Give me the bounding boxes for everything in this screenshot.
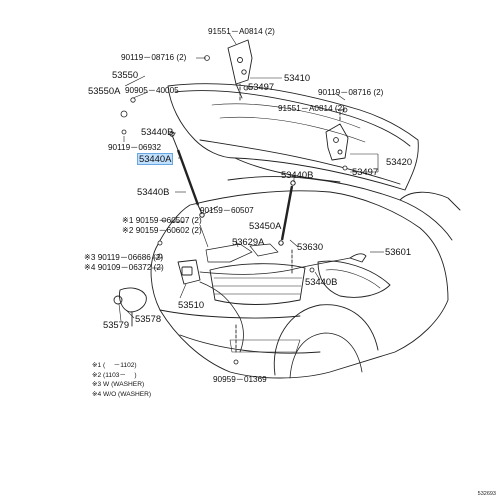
part-label-90109-06372: ※4 90109－06372 (2): [84, 263, 164, 272]
part-label-53440b-bottom: 53440B: [305, 276, 338, 287]
part-label-53578: 53578: [135, 313, 162, 324]
part-label-53410: 53410: [284, 72, 311, 83]
part-label-53450a: 53450A: [249, 220, 282, 231]
legend-item: ※1 ( －1102): [92, 362, 137, 369]
part-label-91551-right: 91551－A0814 (2): [278, 104, 345, 113]
part-label-53440b-mid: 53440B: [281, 169, 314, 180]
part-label-90119-06686: ※3 90119－06686 (2): [84, 253, 164, 262]
part-label-53550a: 53550A: [88, 85, 121, 96]
legend-item: ※2 (1103－ ): [92, 371, 137, 379]
part-label-90905: 90905－40005: [125, 86, 179, 95]
part-label-53440b-top: 53440B: [141, 126, 174, 137]
part-label-53630: 53630: [297, 241, 324, 252]
hood-outline: [167, 83, 419, 191]
hood-strut-left: [176, 149, 200, 206]
part-label-53420: 53420: [386, 156, 413, 167]
hood-inner-edge: [174, 90, 411, 147]
wheel-arch: [273, 304, 379, 376]
part-label-90119-06932: 90119－06932: [108, 143, 162, 152]
hood-strut-right: [280, 185, 294, 241]
legend-item: ※4 W/O (WASHER): [92, 390, 152, 398]
footnote-legend: ※1 ( －1102) ※2 (1103－ ) ※3 W (WASHER) ※4…: [92, 361, 151, 399]
part-label-53510: 53510: [178, 299, 205, 310]
part-label-53497-top: 53497: [248, 81, 275, 92]
part-label-90159-60602: ※2 90159－60602 (2): [122, 226, 202, 235]
part-label-90959: 90959－01369: [213, 375, 267, 384]
part-label-53629a: 53629A: [232, 236, 265, 247]
hinge-left: [227, 39, 253, 85]
part-label-53440b-left: 53440B: [137, 186, 170, 197]
car-body: [150, 190, 449, 379]
drawing-code: 532693: [477, 491, 496, 497]
hinge-right: [325, 123, 349, 161]
part-label-53497-right: 53497: [352, 166, 379, 177]
part-label-90159-60507-a: 90159－60507: [200, 206, 254, 215]
legend-item: ※3 W (WASHER): [92, 381, 145, 389]
release-cable: [199, 257, 351, 275]
wheel: [289, 332, 363, 379]
part-label-53601: 53601: [385, 246, 412, 257]
headlight: [317, 260, 391, 298]
part-label-53440a-highlighted[interactable]: 53440A: [137, 153, 174, 165]
part-label-90159-60507-b: ※1 90159－60507 (2): [122, 216, 202, 225]
part-label-90119-08716-right: 90119－08716 (2): [318, 88, 384, 97]
part-label-53550: 53550: [112, 69, 139, 80]
lock-assembly: [177, 259, 201, 285]
part-label-53579: 53579: [103, 319, 130, 330]
grille: [209, 263, 306, 305]
part-label-90119-08716: 90119－08716 (2): [121, 53, 187, 62]
part-label-91551-top: 91551－A0814 (2): [208, 27, 275, 36]
